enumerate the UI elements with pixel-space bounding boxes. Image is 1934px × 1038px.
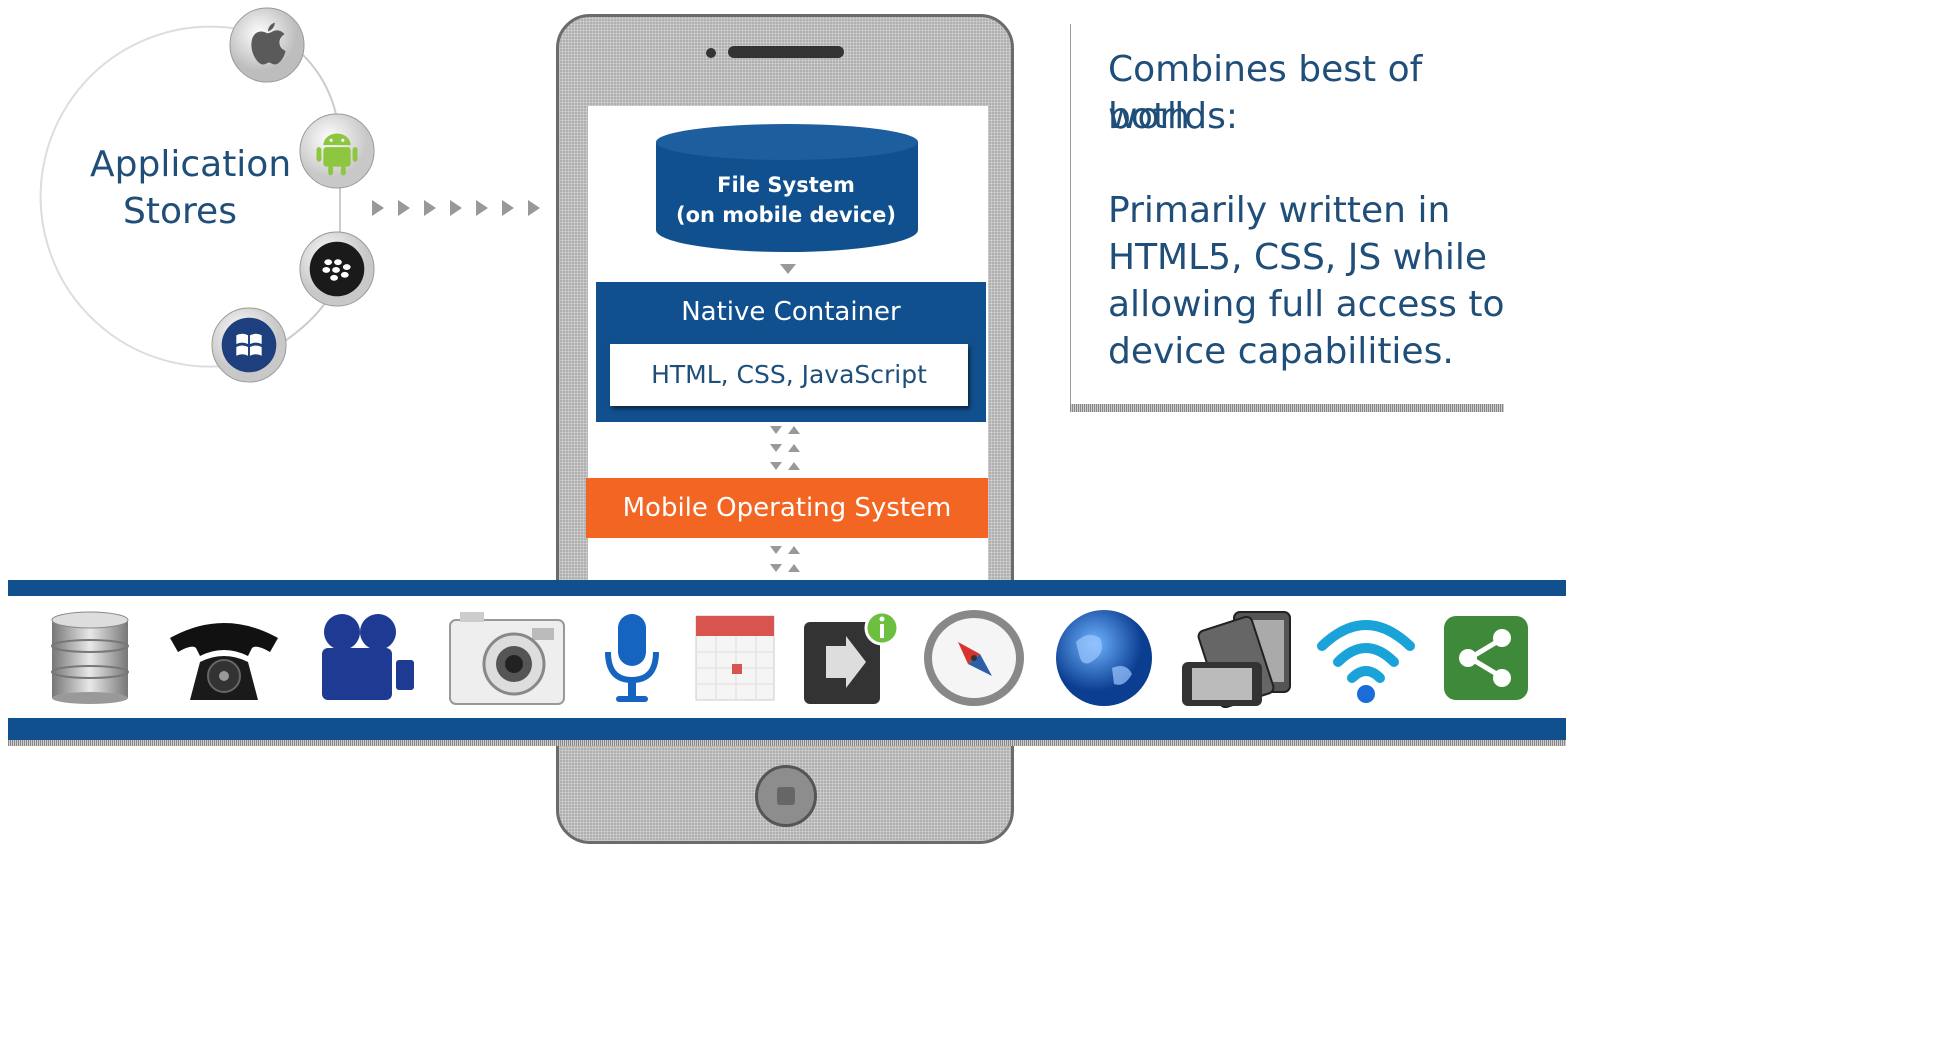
web-layer-label: HTML, CSS, JavaScript [651, 360, 927, 389]
app-stores-label-line1: Application [90, 144, 292, 185]
bidirectional-arrows-icon [770, 426, 800, 470]
compass-icon [924, 610, 1024, 706]
summary-line4: HTML5, CSS, JS while [1108, 237, 1488, 278]
android-icon [299, 113, 375, 189]
app-stores-label-line2: Stores [123, 191, 237, 232]
flow-arrows-horizontal [372, 200, 540, 216]
native-container-title: Native Container [681, 297, 901, 327]
summary-line6: device capabilities. [1108, 331, 1454, 372]
video-camera-icon [322, 614, 414, 700]
devices-icon [1182, 611, 1291, 708]
calendar-icon [695, 615, 775, 701]
microphone-icon [605, 614, 659, 702]
telephone-icon [170, 623, 278, 700]
file-system-label-line1: File System [717, 173, 855, 197]
summary-line1: Combines best of both [1108, 49, 1423, 137]
arrow-down-icon [780, 264, 796, 274]
wifi-icon [1317, 620, 1415, 703]
home-button-icon [777, 787, 795, 805]
text-box-shadow [1070, 404, 1504, 412]
database-icon [51, 611, 129, 704]
web-layer-box [610, 344, 968, 406]
apple-icon [229, 7, 305, 83]
globe-icon [1056, 610, 1152, 706]
mobile-os-box [586, 478, 988, 538]
windows-icon [211, 307, 287, 383]
bidirectional-arrows-icon [770, 546, 800, 572]
blackberry-icon [299, 231, 375, 307]
file-system-label: File System (on mobile device) [660, 170, 912, 230]
phone-camera-dot [706, 48, 716, 58]
capability-band-shadow [8, 740, 1566, 746]
notification-icon [804, 610, 900, 704]
summary-line3: Primarily written in [1108, 190, 1451, 231]
camera-icon [449, 612, 565, 705]
capability-band-inner [8, 596, 1566, 718]
file-system-label-line2: (on mobile device) [675, 203, 897, 227]
file-system-cylinder [656, 124, 918, 252]
mobile-os-label: Mobile Operating System [622, 493, 952, 523]
summary-line2: worlds: [1108, 96, 1239, 137]
text-box-border [1070, 24, 1071, 406]
share-icon [1444, 616, 1528, 700]
summary-line5: allowing full access to [1108, 284, 1505, 325]
phone-speaker [728, 46, 844, 58]
